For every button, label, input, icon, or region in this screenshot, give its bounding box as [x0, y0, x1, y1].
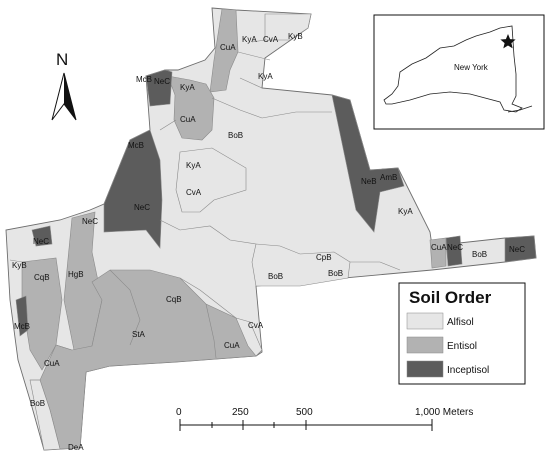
unit-label-kya-north: KyA: [242, 35, 257, 44]
legend-title: Soil Order: [409, 288, 492, 307]
inceptisol-neb-east: [331, 94, 405, 233]
legend-label-alfisol: Alfisol: [447, 317, 474, 328]
scale-label-1000: 1,000 Meters: [415, 407, 473, 418]
unit-label-cqb-center: CqB: [166, 295, 182, 304]
north-arrow-shade: [64, 73, 76, 120]
unit-label-bob-1: BoB: [268, 272, 283, 281]
legend-item-inceptisol: Inceptisol: [406, 360, 489, 378]
legend-swatch-inceptisol: [406, 360, 444, 378]
inset-long-island: [507, 105, 533, 113]
unit-label-nec-north: NeC: [154, 77, 170, 86]
unit-label-bob-east: BoB: [472, 250, 487, 259]
legend-swatch-alfisol: [406, 312, 444, 330]
unit-label-mcb-sw: McB: [14, 322, 30, 331]
entisol-cua-east: [429, 237, 447, 269]
boundary-line-2: [159, 119, 401, 271]
unit-label-nec-central: NeC: [134, 203, 150, 212]
unit-label-kya-mid: KyA: [258, 72, 273, 81]
legend-swatch-entisol: [406, 336, 444, 354]
inceptisol-nec-far-east: [504, 235, 537, 263]
inceptisol-nec-east: [445, 235, 463, 267]
unit-label-cua-north: CuA: [220, 43, 236, 52]
alfisol-kyb-north: [264, 13, 312, 41]
inset-state-label: New York: [454, 63, 489, 72]
inceptisol-mcb-sw: [15, 295, 29, 337]
star-icon: [500, 34, 516, 49]
alfisol-cva-se: [235, 317, 263, 357]
inset-map: New York: [373, 14, 545, 130]
legend: Soil Order Alfisol Entisol Inceptisol: [398, 282, 526, 385]
unit-label-kya-center: KyA: [186, 161, 201, 170]
unit-label-nec-west: NeC: [33, 237, 49, 246]
unit-label-cua-east: CuA: [431, 243, 447, 252]
boundary-line-1: [211, 51, 332, 119]
inceptisol-nec-central: [103, 129, 163, 249]
alfisol-bob-inclusion: [251, 243, 351, 287]
north-letter: N: [56, 50, 68, 69]
entisol-cua-north: [209, 8, 239, 93]
boundary-line-4: [9, 39, 266, 381]
legend-label-inceptisol: Inceptisol: [447, 365, 489, 376]
unit-label-cua-sw: CuA: [44, 359, 60, 368]
unit-label-nec-far-east: NeC: [509, 245, 525, 254]
unit-label-mcb-central: McB: [128, 141, 144, 150]
unit-label-mcb-north: McB: [136, 75, 152, 84]
legend-label-entisol: Entisol: [447, 341, 477, 352]
scale-label-500: 500: [296, 407, 313, 418]
unit-label-kya-west: KyA: [180, 83, 195, 92]
entisol-kya-west: [167, 75, 215, 141]
unit-label-neb: NeB: [361, 177, 377, 186]
unit-label-cua-west: CuA: [180, 115, 196, 124]
legend-item-entisol: Entisol: [406, 336, 477, 354]
unit-label-nec-east: NeC: [447, 243, 463, 252]
scale-bar-line: [179, 419, 433, 431]
inceptisol-nec-west: [31, 225, 53, 247]
scale-label-0: 0: [176, 407, 182, 418]
unit-label-nec-top: NeC: [82, 217, 98, 226]
unit-label-sta: StA: [132, 330, 146, 339]
unit-label-dea: DeA: [68, 443, 84, 452]
unit-label-kyb-west: KyB: [12, 261, 27, 270]
unit-label-cqb-west: CqB: [34, 273, 50, 282]
unit-label-hgb: HgB: [68, 270, 84, 279]
unit-label-cva-center: CvA: [186, 188, 202, 197]
north-arrow: N: [51, 50, 77, 121]
map-unit-labels: CuA KyA CvA KyB KyA McB NeC KyA CuA BoB …: [12, 32, 525, 452]
unit-label-cva-se: CvA: [248, 321, 264, 330]
soil-polygons: [5, 7, 537, 451]
inceptisol-necmcb-north: [145, 69, 173, 107]
unit-label-bob-sw: BoB: [30, 399, 45, 408]
inset-new-york-outline: [383, 25, 523, 113]
unit-label-kya-east: KyA: [398, 207, 413, 216]
scale-label-250: 250: [232, 407, 249, 418]
unit-label-cua-south: CuA: [224, 341, 240, 350]
legend-item-alfisol: Alfisol: [406, 312, 474, 330]
unit-label-amb: AmB: [380, 173, 397, 182]
unit-label-cva-north: CvA: [263, 35, 279, 44]
scale-bar: 0 250 500 1,000 Meters: [176, 407, 473, 431]
unit-label-bob-2: BoB: [328, 269, 343, 278]
boundary-line-3: [109, 269, 237, 359]
unit-label-bob-center: BoB: [228, 131, 243, 140]
unit-label-kyb-north: KyB: [288, 32, 303, 41]
unit-label-cpb: CpB: [316, 253, 332, 262]
alfisol-cva-inclusion: [175, 147, 247, 213]
